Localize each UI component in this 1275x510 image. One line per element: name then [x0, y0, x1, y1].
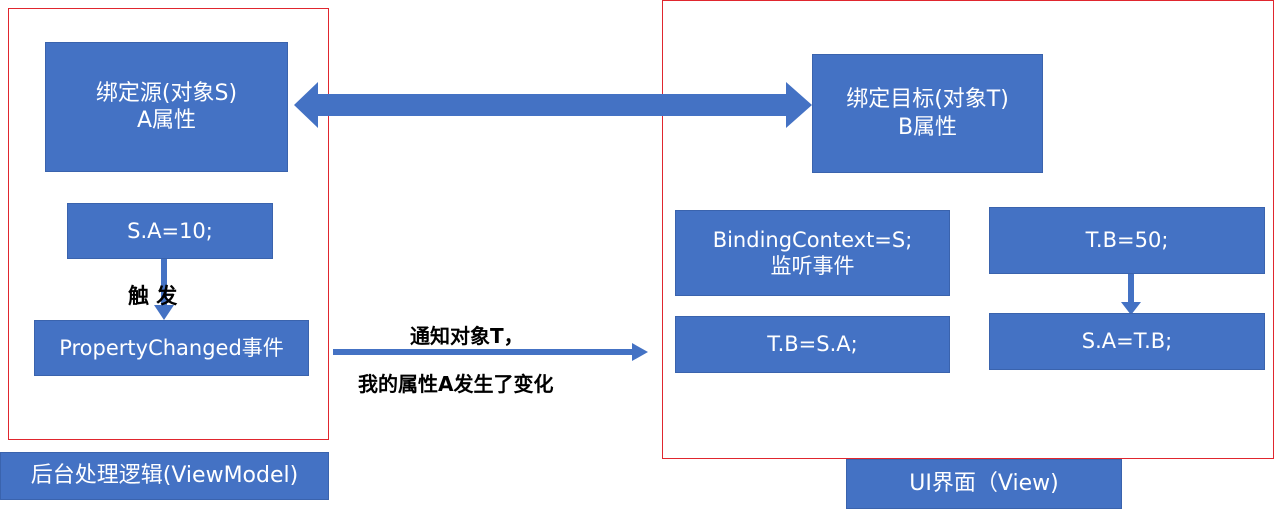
binding-target-title: 绑定目标(对象T): [846, 87, 1009, 112]
tb-to-sa-down-arrow: [1121, 274, 1141, 315]
view-caption: UI界面（View): [846, 459, 1122, 509]
assign-sa-box: S.A=10;: [67, 203, 273, 259]
binding-target-box: 绑定目标(对象T) B属性: [812, 54, 1043, 173]
binding-target-property: B属性: [897, 114, 958, 140]
binding-context-box: BindingContext=S; 监听事件: [675, 210, 950, 296]
notify-label-line2: 我的属性A发生了变化: [358, 372, 554, 396]
sa-assign-tb-box: S.A=T.B;: [989, 313, 1265, 370]
trigger-label: 触 发: [128, 284, 178, 308]
view-caption-text: UI界面（View): [909, 471, 1059, 497]
assign-sa-text: S.A=10;: [127, 218, 213, 243]
viewmodel-caption-text: 后台处理逻辑(ViewModel): [30, 463, 299, 489]
property-changed-text: PropertyChanged事件: [59, 335, 284, 360]
property-changed-event-box: PropertyChanged事件: [34, 320, 309, 376]
binding-source-box: 绑定源(对象S) A属性: [45, 42, 288, 172]
trigger-down-arrow: [154, 258, 174, 320]
notify-right-arrow: [333, 343, 648, 361]
sa-assign-tb-text: S.A=T.B;: [1081, 329, 1173, 354]
binding-context-line2: 监听事件: [770, 254, 855, 278]
viewmodel-caption: 后台处理逻辑(ViewModel): [0, 452, 329, 500]
notify-label-line1: 通知对象T，: [410, 324, 524, 348]
tb-assign-sa-text: T.B=S.A;: [767, 332, 858, 357]
tb-50-box: T.B=50;: [989, 207, 1265, 274]
view-frame: [662, 0, 1274, 459]
binding-source-title: 绑定源(对象S): [95, 80, 238, 106]
tb-50-text: T.B=50;: [1085, 228, 1169, 253]
binding-context-line1: BindingContext=S;: [712, 227, 913, 252]
binding-source-property: A属性: [136, 108, 197, 133]
viewmodel-frame: [8, 8, 329, 440]
tb-assign-sa-box: T.B=S.A;: [675, 316, 950, 373]
binding-double-arrow: [294, 82, 812, 128]
